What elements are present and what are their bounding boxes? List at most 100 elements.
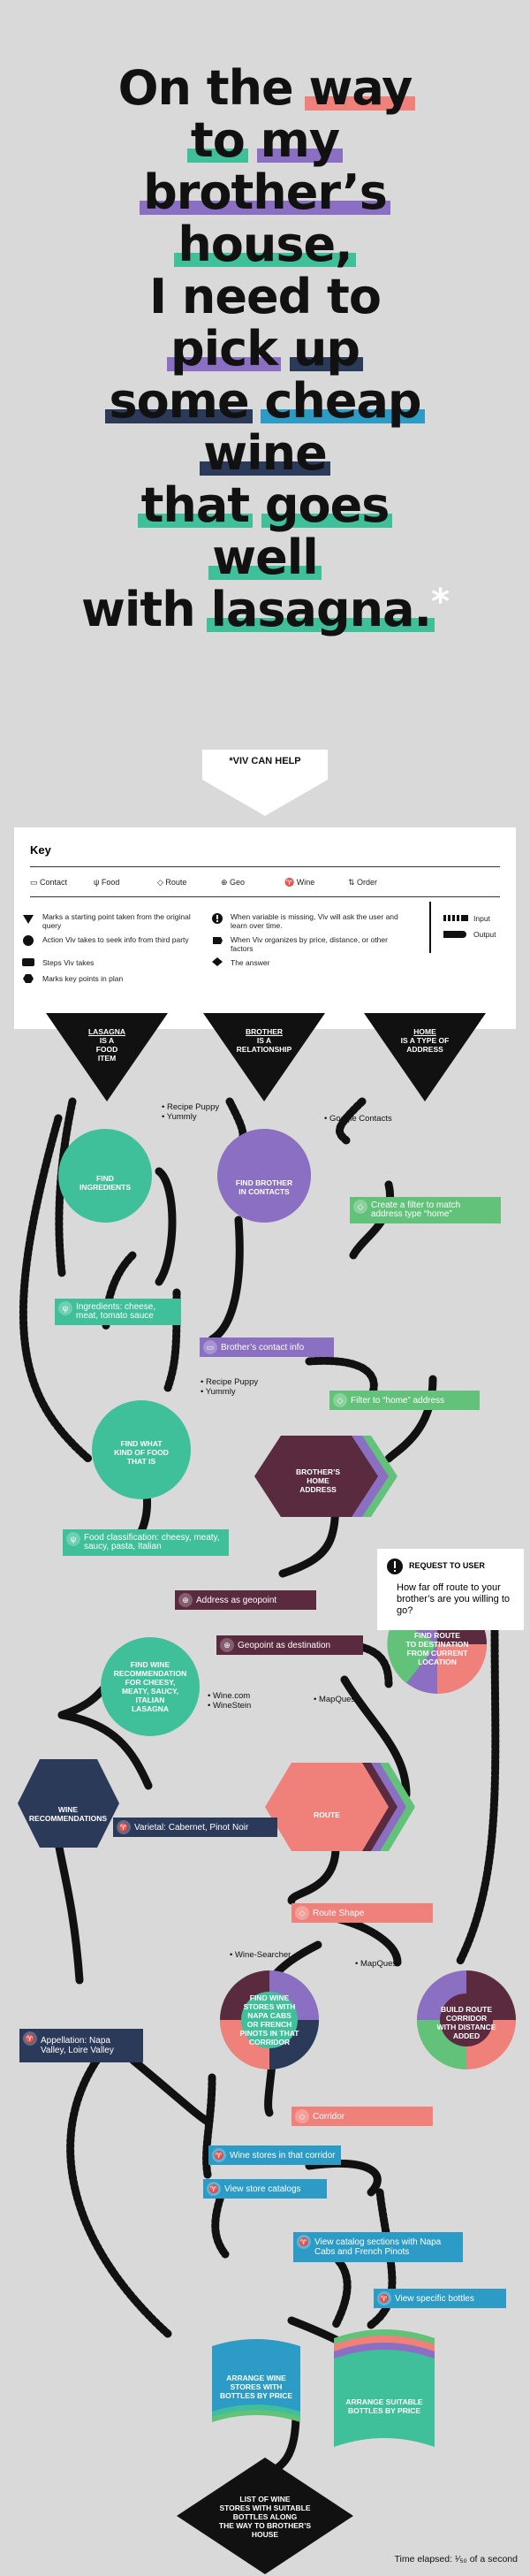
step-contact-info: ▭Brother’s contact info	[200, 1338, 334, 1357]
food-icon: ψ	[94, 878, 102, 887]
food-icon: ψ	[58, 1301, 72, 1315]
source-wine-sites: • Wine.com• WineStein	[208, 1691, 252, 1711]
legend-text: Marks a starting point taken from the or…	[42, 912, 191, 930]
legend-hexagon	[23, 974, 34, 983]
geo-icon: ⊕	[220, 1638, 234, 1652]
step-varietal: ♈Varietal: Cabernet, Pinot Noir	[113, 1818, 277, 1837]
key-category: ⇅ Order	[348, 878, 377, 887]
source-recipe-1: • Recipe Puppy• Yummly	[162, 1102, 220, 1122]
request-header: REQUEST TO USER	[409, 1561, 485, 1570]
find-ingredients-node	[58, 1129, 152, 1223]
key-category-label: Route	[165, 878, 187, 887]
headline-line: On the way	[0, 62, 530, 114]
step-stores-corridor: ♈Wine stores in that corridor	[208, 2145, 341, 2165]
route-icon: ◇	[295, 1906, 309, 1920]
step-corridor: ◇Corridor	[292, 2107, 433, 2126]
key-category-label: Geo	[230, 878, 246, 887]
step-destination: ⊕Geopoint as destination	[216, 1635, 363, 1655]
legend-text: When variable is missing, Viv will ask t…	[231, 912, 398, 930]
geo-icon: ⊕	[178, 1593, 193, 1607]
source-recipe-2: • Recipe Puppy• Yummly	[201, 1377, 259, 1397]
find-brother-node	[217, 1129, 311, 1223]
key-category: ◇ Route	[157, 878, 186, 887]
contact-icon: ▭	[30, 878, 41, 887]
wine-icon: ♈	[23, 2031, 37, 2046]
headline-line: brother’s	[0, 166, 530, 218]
legend-text: Input	[473, 914, 490, 923]
headline-line: to my	[0, 114, 530, 166]
headline-line: with lasagna.*	[0, 582, 530, 637]
legend-text: Steps Viv takes	[42, 958, 95, 967]
headline-word: to	[186, 112, 248, 168]
legend-output	[443, 931, 466, 938]
source-wine-searcher: • Wine-Searcher	[230, 1950, 292, 1960]
start-triangle-lasagna	[46, 1013, 168, 1101]
legend-text: Marks key points in plan	[42, 974, 124, 983]
start-triangle-brother	[203, 1013, 325, 1101]
legend-diamond	[212, 957, 223, 966]
legend-arrow	[213, 937, 223, 944]
headline-word: some	[105, 373, 253, 429]
wine-icon: ♈	[207, 2182, 221, 2196]
headline-word: I need to	[149, 269, 382, 324]
wine-icon: ♈	[297, 2235, 311, 2249]
key-legend-shapes	[22, 902, 468, 983]
geo-icon: ⊕	[221, 878, 231, 887]
headline-word: brother’s	[140, 164, 390, 220]
order-icon: ⇅	[348, 878, 358, 887]
build-corridor-node	[417, 1970, 516, 2069]
wine-icon: ♈	[377, 2291, 391, 2305]
headline-word: lasagna.	[207, 582, 435, 637]
legend-rect	[22, 958, 34, 966]
request-to-user-box: REQUEST TO USER How far off route to you…	[377, 1549, 524, 1630]
wine-icon: ♈	[212, 2148, 226, 2162]
arrange-bottles-flag	[334, 2329, 435, 2447]
legend-text: Output	[473, 930, 496, 939]
headline-word: way	[305, 60, 416, 116]
contact-icon: ▭	[203, 1340, 217, 1354]
answer-diamond	[177, 2458, 353, 2574]
source-mapquest-1: • MapQuest	[314, 1695, 358, 1704]
find-stores-node	[220, 1970, 319, 2069]
headline-word: goes	[261, 477, 392, 533]
route-hexagon	[265, 1763, 415, 1851]
headline-word: that	[137, 477, 253, 533]
headline-line: I need to	[0, 271, 530, 323]
headline-line: wine	[0, 427, 530, 479]
wine-icon: ♈	[284, 878, 297, 887]
source-mapquest-2: • MapQuest	[355, 1959, 399, 1969]
alert-icon	[387, 1559, 403, 1574]
find-wine-rec-node	[101, 1637, 200, 1736]
wine-icon: ♈	[117, 1820, 131, 1834]
step-filter-home: ◇Filter to “home” address	[329, 1391, 480, 1410]
key-category: ⊕ Geo	[221, 878, 245, 887]
headline-word: house,	[174, 217, 356, 272]
route-icon: ◇	[157, 878, 166, 887]
step-catalog-sections: ♈View catalog sections with Napa Cabs an…	[293, 2232, 463, 2262]
key-category-label: Wine	[296, 878, 315, 887]
node-label-route: ROUTE	[314, 1810, 340, 1819]
time-elapsed: Time elapsed: ¹⁄₅₀ of a second	[394, 2554, 518, 2565]
arrange-stores-flag	[212, 2339, 300, 2422]
headline-word: *	[431, 582, 450, 622]
key-category-label: Food	[101, 878, 120, 887]
route-icon: ◇	[333, 1393, 347, 1407]
headline-word: with	[81, 582, 211, 637]
key-divider	[30, 866, 500, 867]
step-appellation: ♈Appellation: Napa Valley, Loire Valley	[19, 2029, 143, 2062]
